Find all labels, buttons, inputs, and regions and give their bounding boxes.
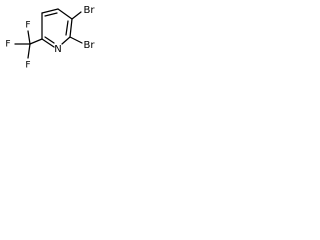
bond-c3-c2: [69, 18, 73, 38]
bond-c6-cf3: [29, 38, 43, 45]
bond-cf3-f-bottom: [27, 43, 31, 59]
bond-c4-c5: [41, 8, 59, 14]
bond-c2-br: [69, 36, 83, 44]
atom-label-nitrogen: N: [54, 44, 61, 55]
bond-cf3-f-top: [27, 30, 31, 45]
bond-n-c6: [41, 38, 55, 48]
chemical-structure: Br Br N F F F: [5, 5, 96, 71]
bond-c2-n: [61, 36, 71, 45]
structure-canvas: Br Br N F F F: [0, 0, 102, 72]
atom-label-br-right: Br: [84, 40, 96, 51]
double-bond-c4-c5: [44, 12, 58, 17]
atom-label-fluorine-bottom: F: [25, 61, 30, 71]
atom-label-fluorine-top: F: [25, 21, 30, 31]
bond-c3-br: [71, 11, 82, 20]
double-bond-n-c6: [44, 36, 55, 44]
atom-label-fluorine-left: F: [5, 40, 10, 50]
bond-c5-c3: [57, 8, 73, 20]
double-bond-c3-c2: [65, 20, 69, 36]
atom-label-br-top: Br: [84, 5, 96, 16]
